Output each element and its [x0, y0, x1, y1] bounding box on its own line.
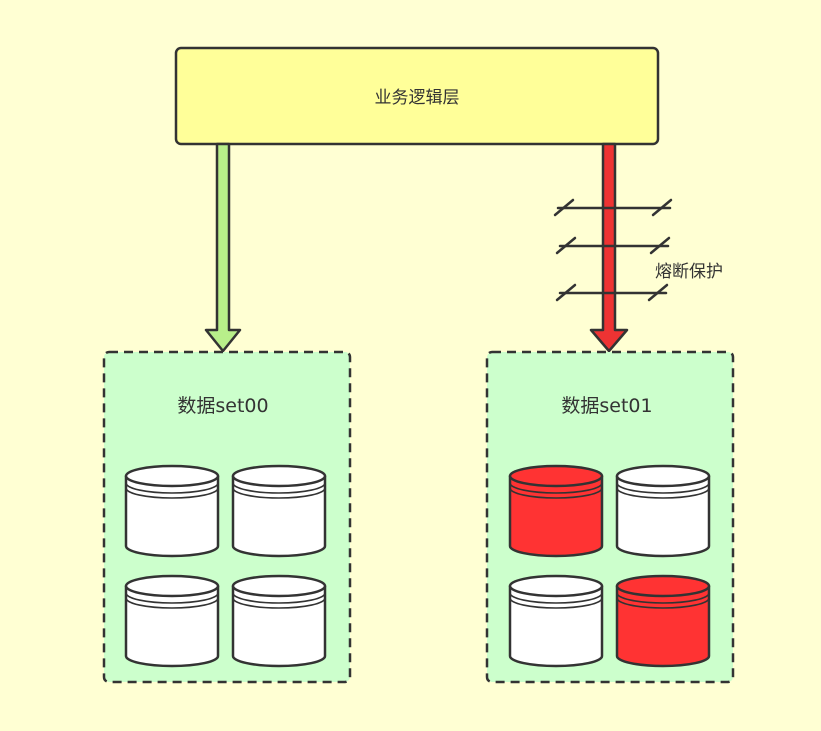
dataset-00-label: 数据set00: [177, 395, 268, 417]
database-cylinder-healthy: [231, 574, 327, 668]
dataset-00-databases: [124, 464, 327, 668]
breaker-label: 熔断保护: [655, 262, 723, 282]
dataset-01: 数据set01: [485, 350, 735, 684]
database-cylinder-healthy: [231, 464, 327, 558]
normal-arrow-shape: [204, 142, 242, 353]
business-layer-label: 业务逻辑层: [375, 88, 460, 108]
database-cylinder-healthy: [508, 574, 604, 668]
normal-request-arrow: [204, 142, 242, 353]
broken-request-arrow: [589, 142, 629, 353]
dataset-01-label: 数据set01: [561, 395, 652, 417]
breaker-line-2: [555, 236, 671, 255]
business-layer-node: 业务逻辑层: [174, 46, 660, 146]
database-cylinder-healthy: [124, 574, 220, 668]
database-cylinder-failed: [615, 574, 711, 668]
dataset-01-databases: [508, 464, 711, 668]
business-layer-box: [174, 46, 660, 146]
circuit-breaker-marks: 熔断保护: [553, 198, 723, 302]
database-cylinder-failed: [508, 464, 604, 558]
breaker-line-1: [553, 198, 673, 217]
broken-arrow-shape: [589, 142, 629, 353]
database-cylinder-healthy: [124, 464, 220, 558]
dataset-00: 数据set00: [102, 350, 352, 684]
breaker-line-3: [555, 283, 669, 302]
database-cylinder-healthy: [615, 464, 711, 558]
